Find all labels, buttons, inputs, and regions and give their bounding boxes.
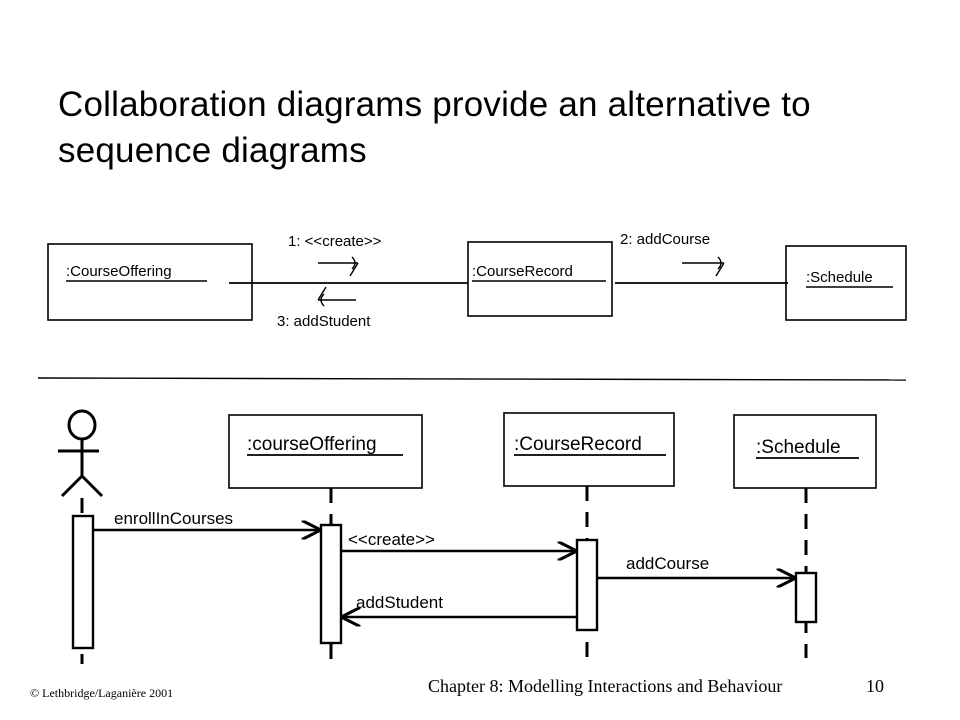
collab-courserecord-label: :CourseRecord [472,263,573,280]
seq-schedule-label: :Schedule [756,437,841,458]
collab-arrow-right-1 [318,256,359,277]
sequence-diagram: :courseOffering :CourseRecord :Schedule … [58,409,877,664]
section-divider [37,377,907,381]
schedule-activation [794,571,818,624]
seq-msg-add-student-label: addStudent [356,593,443,612]
collab-arrow-left-3 [317,286,356,307]
footer-page-number: 10 [866,676,884,696]
seq-msg-add-course-label: addCourse [626,554,709,573]
footer-copyright: © Lethbridge/Laganière 2001 [30,686,174,700]
footer-chapter: Chapter 8: Modelling Interactions and Be… [428,676,783,696]
seq-courserecord-label: :CourseRecord [514,434,642,455]
collab-msg-add-course: 2: addCourse [620,231,710,248]
seq-courseoffering-label: :courseOffering [247,434,377,455]
collab-courseoffering-box [47,243,253,321]
collab-courseoffering-label: :CourseOffering [66,263,172,280]
actor-icon [58,409,104,498]
seq-schedule-box [733,414,877,489]
actor-activation [71,514,95,650]
seq-msg-create-label: <<create>> [348,530,435,549]
collaboration-diagram: :CourseOffering :CourseRecord :Schedule … [47,231,907,330]
collab-schedule-box [785,245,907,321]
collab-arrow-right-2 [682,256,725,277]
collab-msg-create: 1: <<create>> [288,233,382,250]
seq-courserecord-box [503,412,675,487]
slide-title: Collaboration diagrams provide an altern… [58,85,811,170]
courserecord-activation [575,538,599,632]
courseoffering-activation [319,523,343,645]
collab-msg-add-student: 3: addStudent [277,313,371,330]
collab-courserecord-box [467,241,613,317]
seq-courseoffering-box [228,414,423,489]
collab-schedule-label: :Schedule [806,269,873,286]
seq-msg-enroll-label: enrollInCourses [114,509,233,528]
